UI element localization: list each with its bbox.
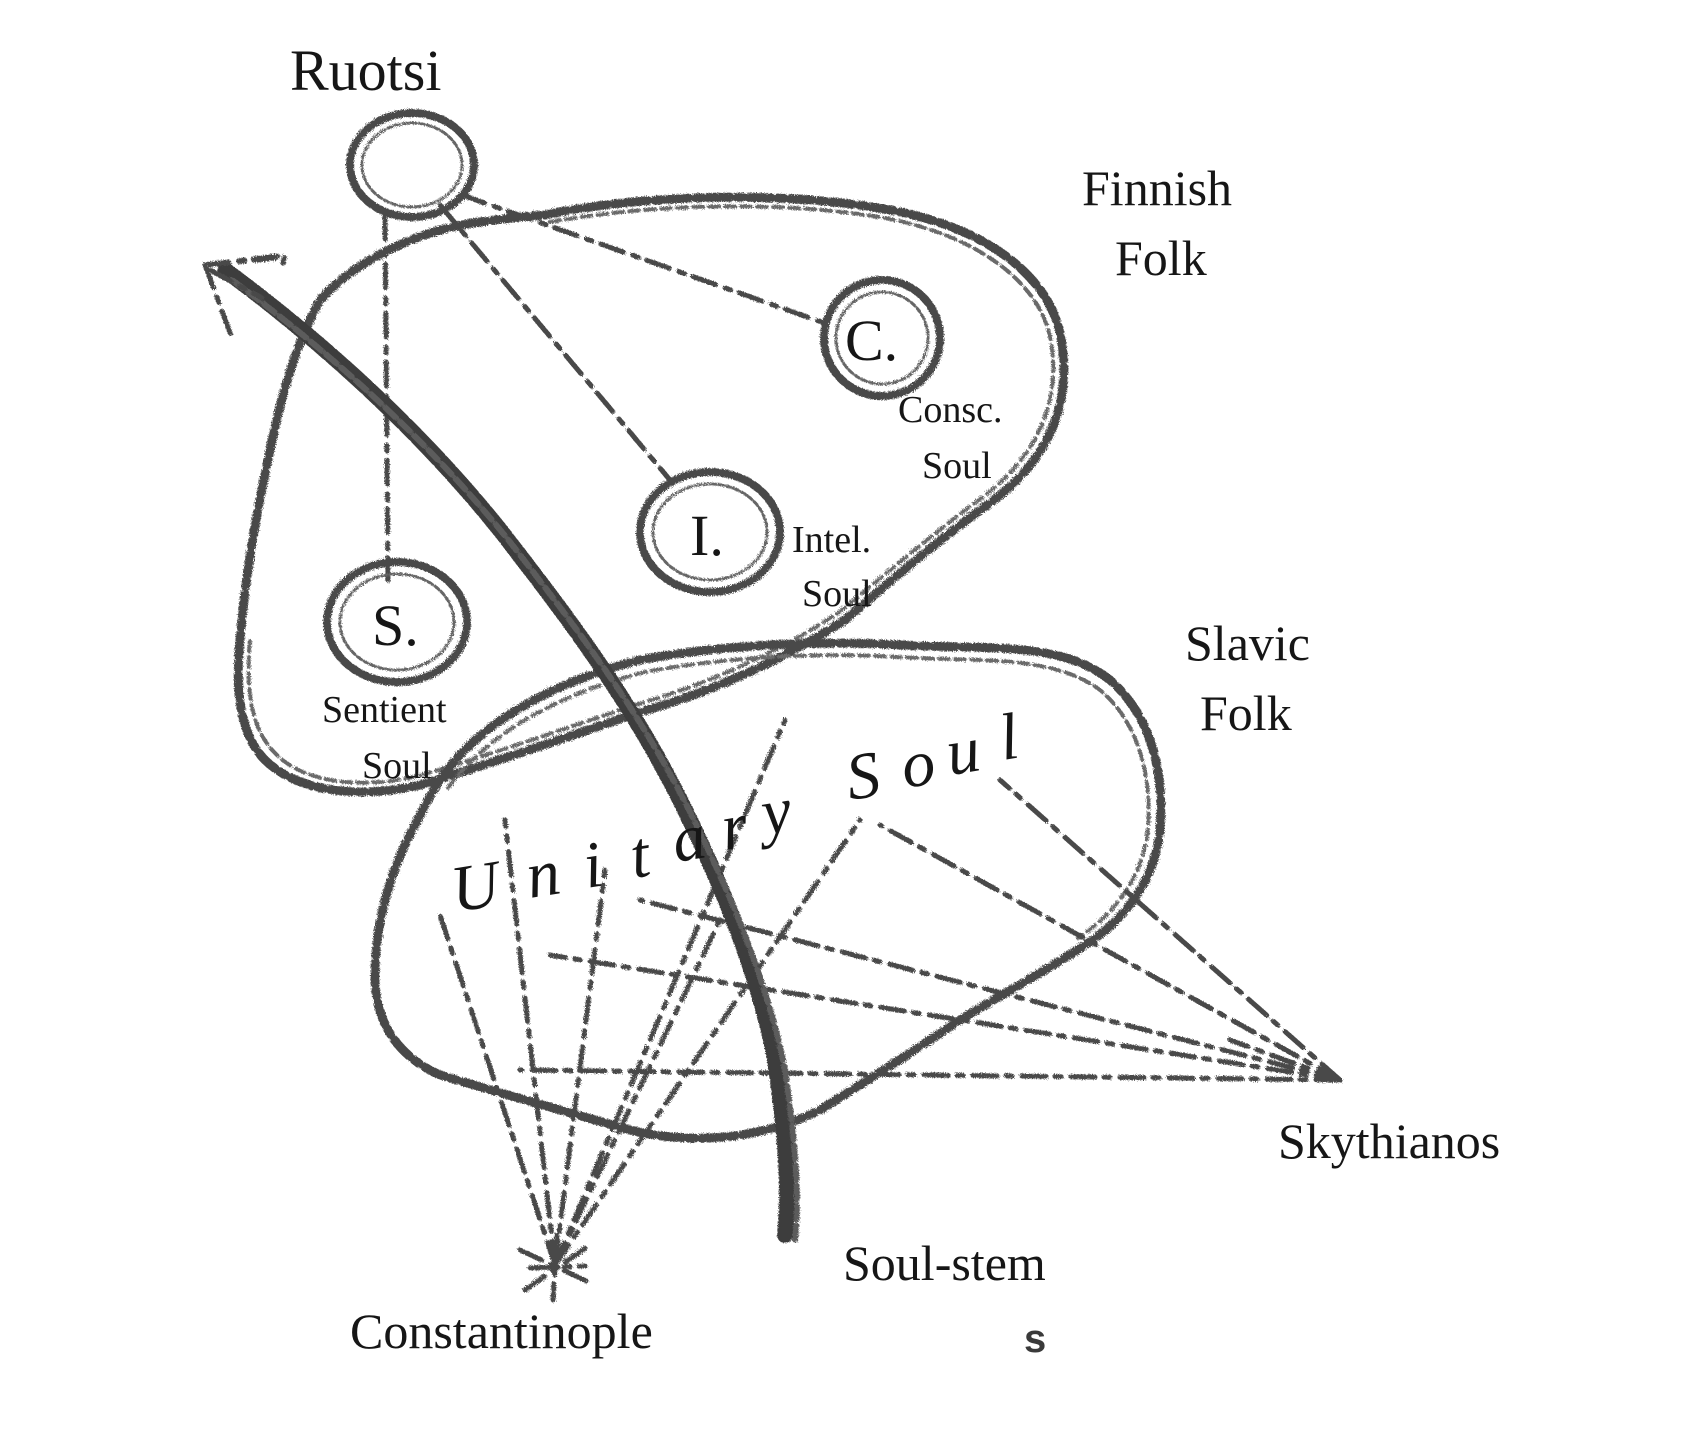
soul-stem-label: Soul-stem bbox=[843, 1235, 1046, 1291]
sentient-soul-label-line2: Soul bbox=[362, 745, 432, 787]
finnish-folk-region bbox=[233, 192, 1069, 797]
intellectual-soul-letter: I. bbox=[690, 503, 724, 568]
consciousness-soul-circle bbox=[820, 276, 944, 400]
soul-stem-marker: s bbox=[1024, 1317, 1046, 1361]
unitary-letter: a bbox=[667, 800, 711, 877]
finnish-folk-label-line2: Folk bbox=[1115, 230, 1207, 286]
unitary-letter: l bbox=[994, 700, 1024, 775]
ruotsi-rays bbox=[382, 192, 833, 583]
slavic-folk-region bbox=[370, 638, 1166, 1143]
constantinople-label: Constantinople bbox=[350, 1303, 653, 1359]
unitary-letter: U bbox=[446, 847, 509, 927]
unitary-letter: i bbox=[578, 828, 608, 903]
consciousness-soul-label-line2: Soul bbox=[922, 445, 992, 487]
intellectual-soul-label-line2: Soul bbox=[802, 573, 872, 615]
ruotsi-label: Ruotsi bbox=[290, 38, 442, 103]
unitary-letter: t bbox=[625, 818, 656, 893]
consciousness-soul-label-line1: Consc. bbox=[898, 389, 1003, 431]
skythianos-rays bbox=[517, 777, 1343, 1083]
skythianos-label: Skythianos bbox=[1278, 1113, 1500, 1169]
unitary-letter: o bbox=[896, 726, 940, 803]
constantinople-star bbox=[517, 1232, 598, 1303]
unitary-letter: u bbox=[941, 713, 985, 790]
consciousness-soul-letter: C. bbox=[845, 308, 898, 373]
sentient-soul-circle bbox=[323, 558, 471, 686]
unitary-letter: y bbox=[750, 773, 797, 851]
soul-stem-arrow bbox=[202, 252, 800, 1243]
unitary-letter: n bbox=[521, 836, 565, 913]
ruotsi-circle bbox=[346, 109, 478, 221]
constantinople-rays bbox=[437, 717, 863, 1268]
sentient-soul-label-line1: Sentient bbox=[322, 689, 447, 731]
intellectual-soul-label-line1: Intel. bbox=[792, 519, 871, 561]
finnish-folk-label-line1: Finnish bbox=[1082, 160, 1232, 216]
slavic-folk-label-line2: Folk bbox=[1200, 685, 1292, 741]
slavic-folk-label-line1: Slavic bbox=[1185, 615, 1310, 671]
unitary-letter: r bbox=[716, 789, 753, 865]
intellectual-soul-circle bbox=[636, 468, 784, 596]
sentient-soul-letter: S. bbox=[372, 593, 419, 658]
unitary-soul-label: U n i t a r y S o u l bbox=[446, 700, 1024, 927]
unitary-letter: S bbox=[841, 738, 885, 815]
